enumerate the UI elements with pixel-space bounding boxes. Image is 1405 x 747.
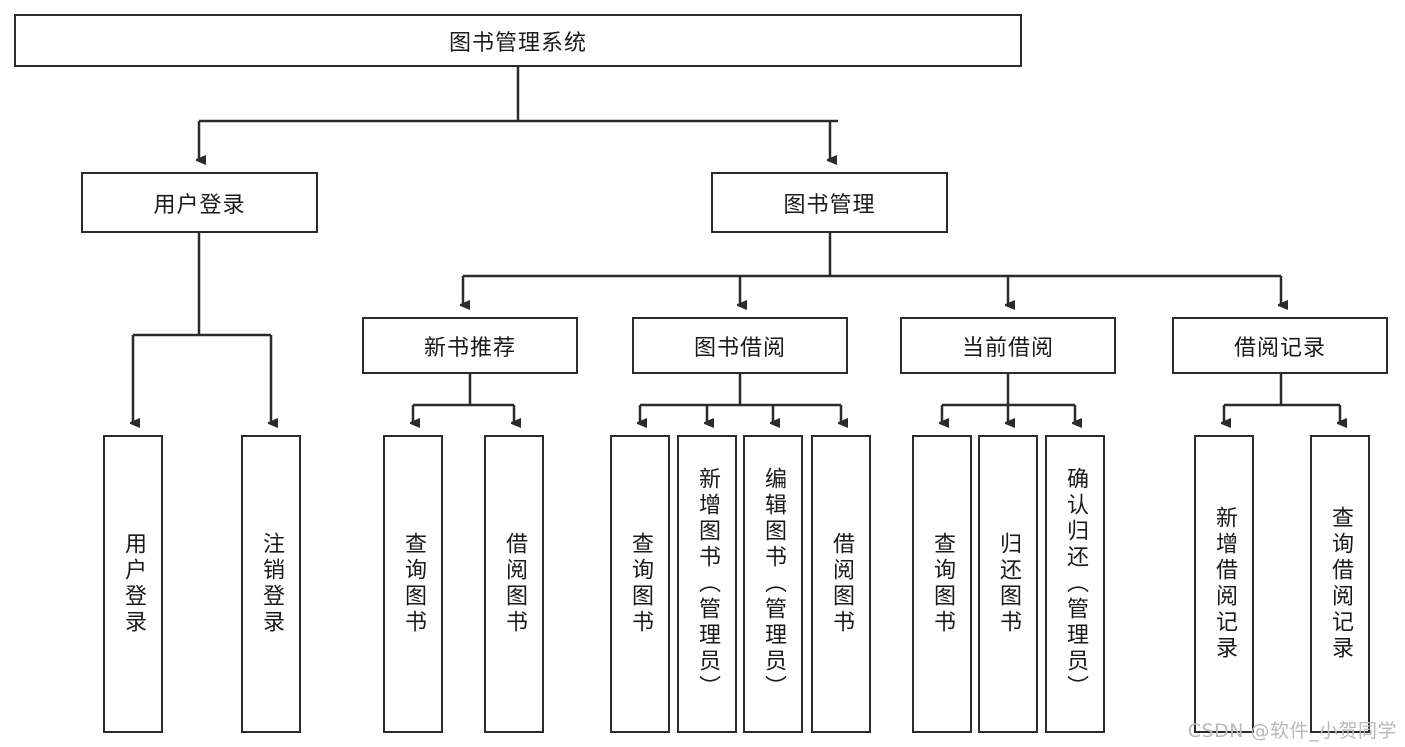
node-label: 新增图书（管理员） xyxy=(695,467,720,701)
node-label: 新增借阅记录 xyxy=(1212,506,1237,662)
csdn-watermark: CSDN @软件_小贺同学 xyxy=(1187,720,1397,742)
node-book-borrow[interactable]: 图书借阅 xyxy=(632,317,848,374)
node-label: 查询图书 xyxy=(930,532,955,636)
node-label: 查询图书 xyxy=(401,532,426,636)
node-root-library-system[interactable]: 图书管理系统 xyxy=(14,14,1022,67)
node-borrow-record[interactable]: 借阅记录 xyxy=(1172,317,1388,374)
node-current-borrow[interactable]: 当前借阅 xyxy=(900,317,1116,374)
node-label: 借阅图书 xyxy=(829,532,854,636)
node-label: 图书管理 xyxy=(783,192,876,218)
leaf-user-login-login[interactable]: 用户登录 xyxy=(103,435,163,733)
node-label: 用户登录 xyxy=(153,192,246,218)
leaf-new-book-query[interactable]: 查询图书 xyxy=(383,435,443,733)
leaf-current-query-book[interactable]: 查询图书 xyxy=(912,435,972,733)
leaf-borrow-borrow-book[interactable]: 借阅图书 xyxy=(811,435,871,733)
node-label: 图书管理系统 xyxy=(448,30,587,56)
leaf-current-confirm-return-admin[interactable]: 确认归还（管理员） xyxy=(1045,435,1105,733)
node-label: 新书推荐 xyxy=(423,335,516,361)
node-new-book-recommend[interactable]: 新书推荐 xyxy=(362,317,578,374)
leaf-new-book-borrow[interactable]: 借阅图书 xyxy=(484,435,544,733)
node-label: 借阅图书 xyxy=(502,532,527,636)
leaf-borrow-edit-book-admin[interactable]: 编辑图书（管理员） xyxy=(743,435,803,733)
leaf-user-login-logout[interactable]: 注销登录 xyxy=(241,435,301,733)
leaf-borrow-query-book[interactable]: 查询图书 xyxy=(610,435,670,733)
node-label: 图书借阅 xyxy=(693,335,786,361)
node-label: 编辑图书（管理员） xyxy=(761,467,786,701)
node-label: 确认归还（管理员） xyxy=(1063,467,1088,701)
node-label: 当前借阅 xyxy=(961,335,1054,361)
node-label: 查询图书 xyxy=(628,532,653,636)
node-label: 借阅记录 xyxy=(1233,335,1326,361)
node-label: 查询借阅记录 xyxy=(1328,506,1353,662)
node-book-management[interactable]: 图书管理 xyxy=(711,172,948,233)
node-label: 用户登录 xyxy=(121,532,146,636)
leaf-record-query-record[interactable]: 查询借阅记录 xyxy=(1310,435,1370,733)
node-label: 注销登录 xyxy=(259,532,284,636)
leaf-current-return-book[interactable]: 归还图书 xyxy=(978,435,1038,733)
leaf-borrow-add-book-admin[interactable]: 新增图书（管理员） xyxy=(677,435,737,733)
leaf-record-add-record[interactable]: 新增借阅记录 xyxy=(1194,435,1254,733)
node-label: 归还图书 xyxy=(996,532,1021,636)
node-user-login[interactable]: 用户登录 xyxy=(81,172,318,233)
